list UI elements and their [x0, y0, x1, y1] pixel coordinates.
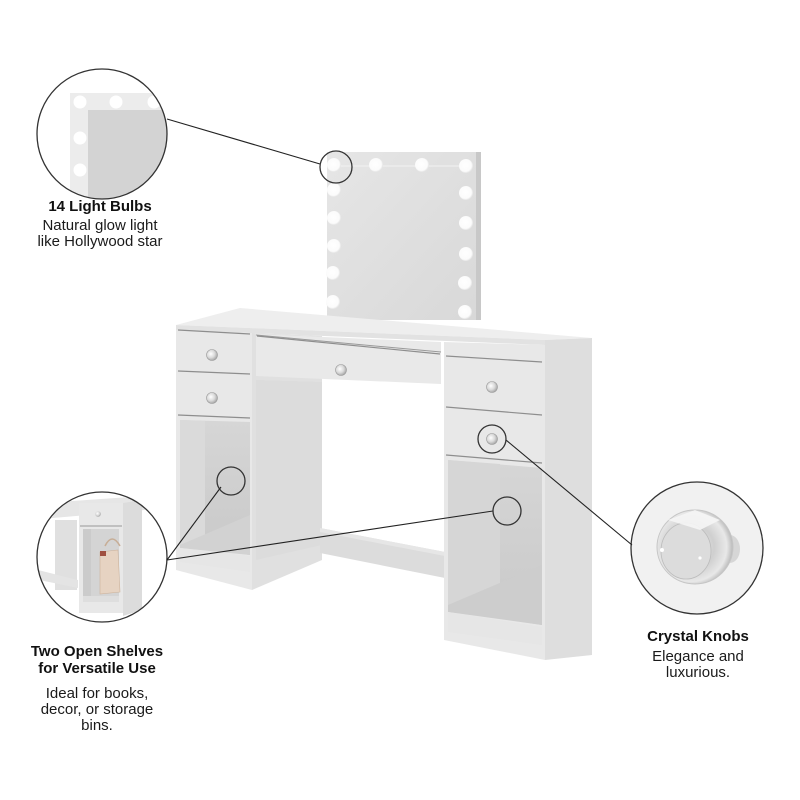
caption-description: Ideal for books, decor, or storage bins.: [12, 686, 182, 734]
caption-light-bulbs: 14 Light Bulbs Natural glow light like H…: [15, 198, 185, 250]
callout-line-knobs: [505, 439, 633, 546]
caption-desc-line: Elegance and: [652, 648, 744, 665]
vanity-desk: [176, 308, 592, 660]
magnify-circle-bulbs: [36, 68, 168, 200]
callout-line-bulbs: [166, 118, 321, 165]
crystal-knob-closeup-icon: [631, 482, 763, 614]
caption-description: Natural glow light like Hollywood star: [15, 218, 185, 250]
callout-shelves: [36, 466, 522, 623]
bulb-icon: [326, 158, 473, 319]
caption-title: 14 Light Bulbs: [48, 198, 152, 215]
caption-description: Elegance and luxurious.: [613, 649, 783, 681]
caption-title: Two Open Shelves for Versatile Use: [12, 643, 182, 677]
lighted-mirror: [326, 152, 481, 320]
caption-open-shelves: Two Open Shelves for Versatile Use Ideal…: [12, 643, 182, 734]
crystal-knob-icon: [206, 349, 498, 445]
callout-line-shelf-right: [166, 510, 494, 561]
caption-desc-line: Ideal for books,: [45, 685, 149, 702]
caption-title-line: Two Open Shelves: [30, 643, 164, 660]
caption-desc-line: decor, or storage: [40, 701, 154, 718]
caption-desc-line: like Hollywood star: [37, 233, 163, 250]
callout-knobs: [477, 424, 764, 615]
magnify-circle-shelves: [36, 491, 168, 623]
target-circle-knob: [477, 424, 507, 454]
caption-crystal-knobs: Crystal Knobs Elegance and luxurious.: [613, 628, 783, 681]
callout-line-shelf-left: [166, 486, 222, 561]
caption-desc-line: bins.: [81, 717, 113, 734]
target-circle-shelf-right: [492, 496, 522, 526]
magnify-circle-knobs: [630, 481, 764, 615]
caption-title-line: for Versatile Use: [38, 660, 156, 677]
caption-title: Crystal Knobs: [647, 628, 749, 645]
target-circle-bulbs: [319, 150, 353, 184]
target-circle-shelf-left: [216, 466, 246, 496]
caption-desc-line: Natural glow light: [42, 217, 158, 234]
caption-desc-line: luxurious.: [665, 664, 731, 681]
